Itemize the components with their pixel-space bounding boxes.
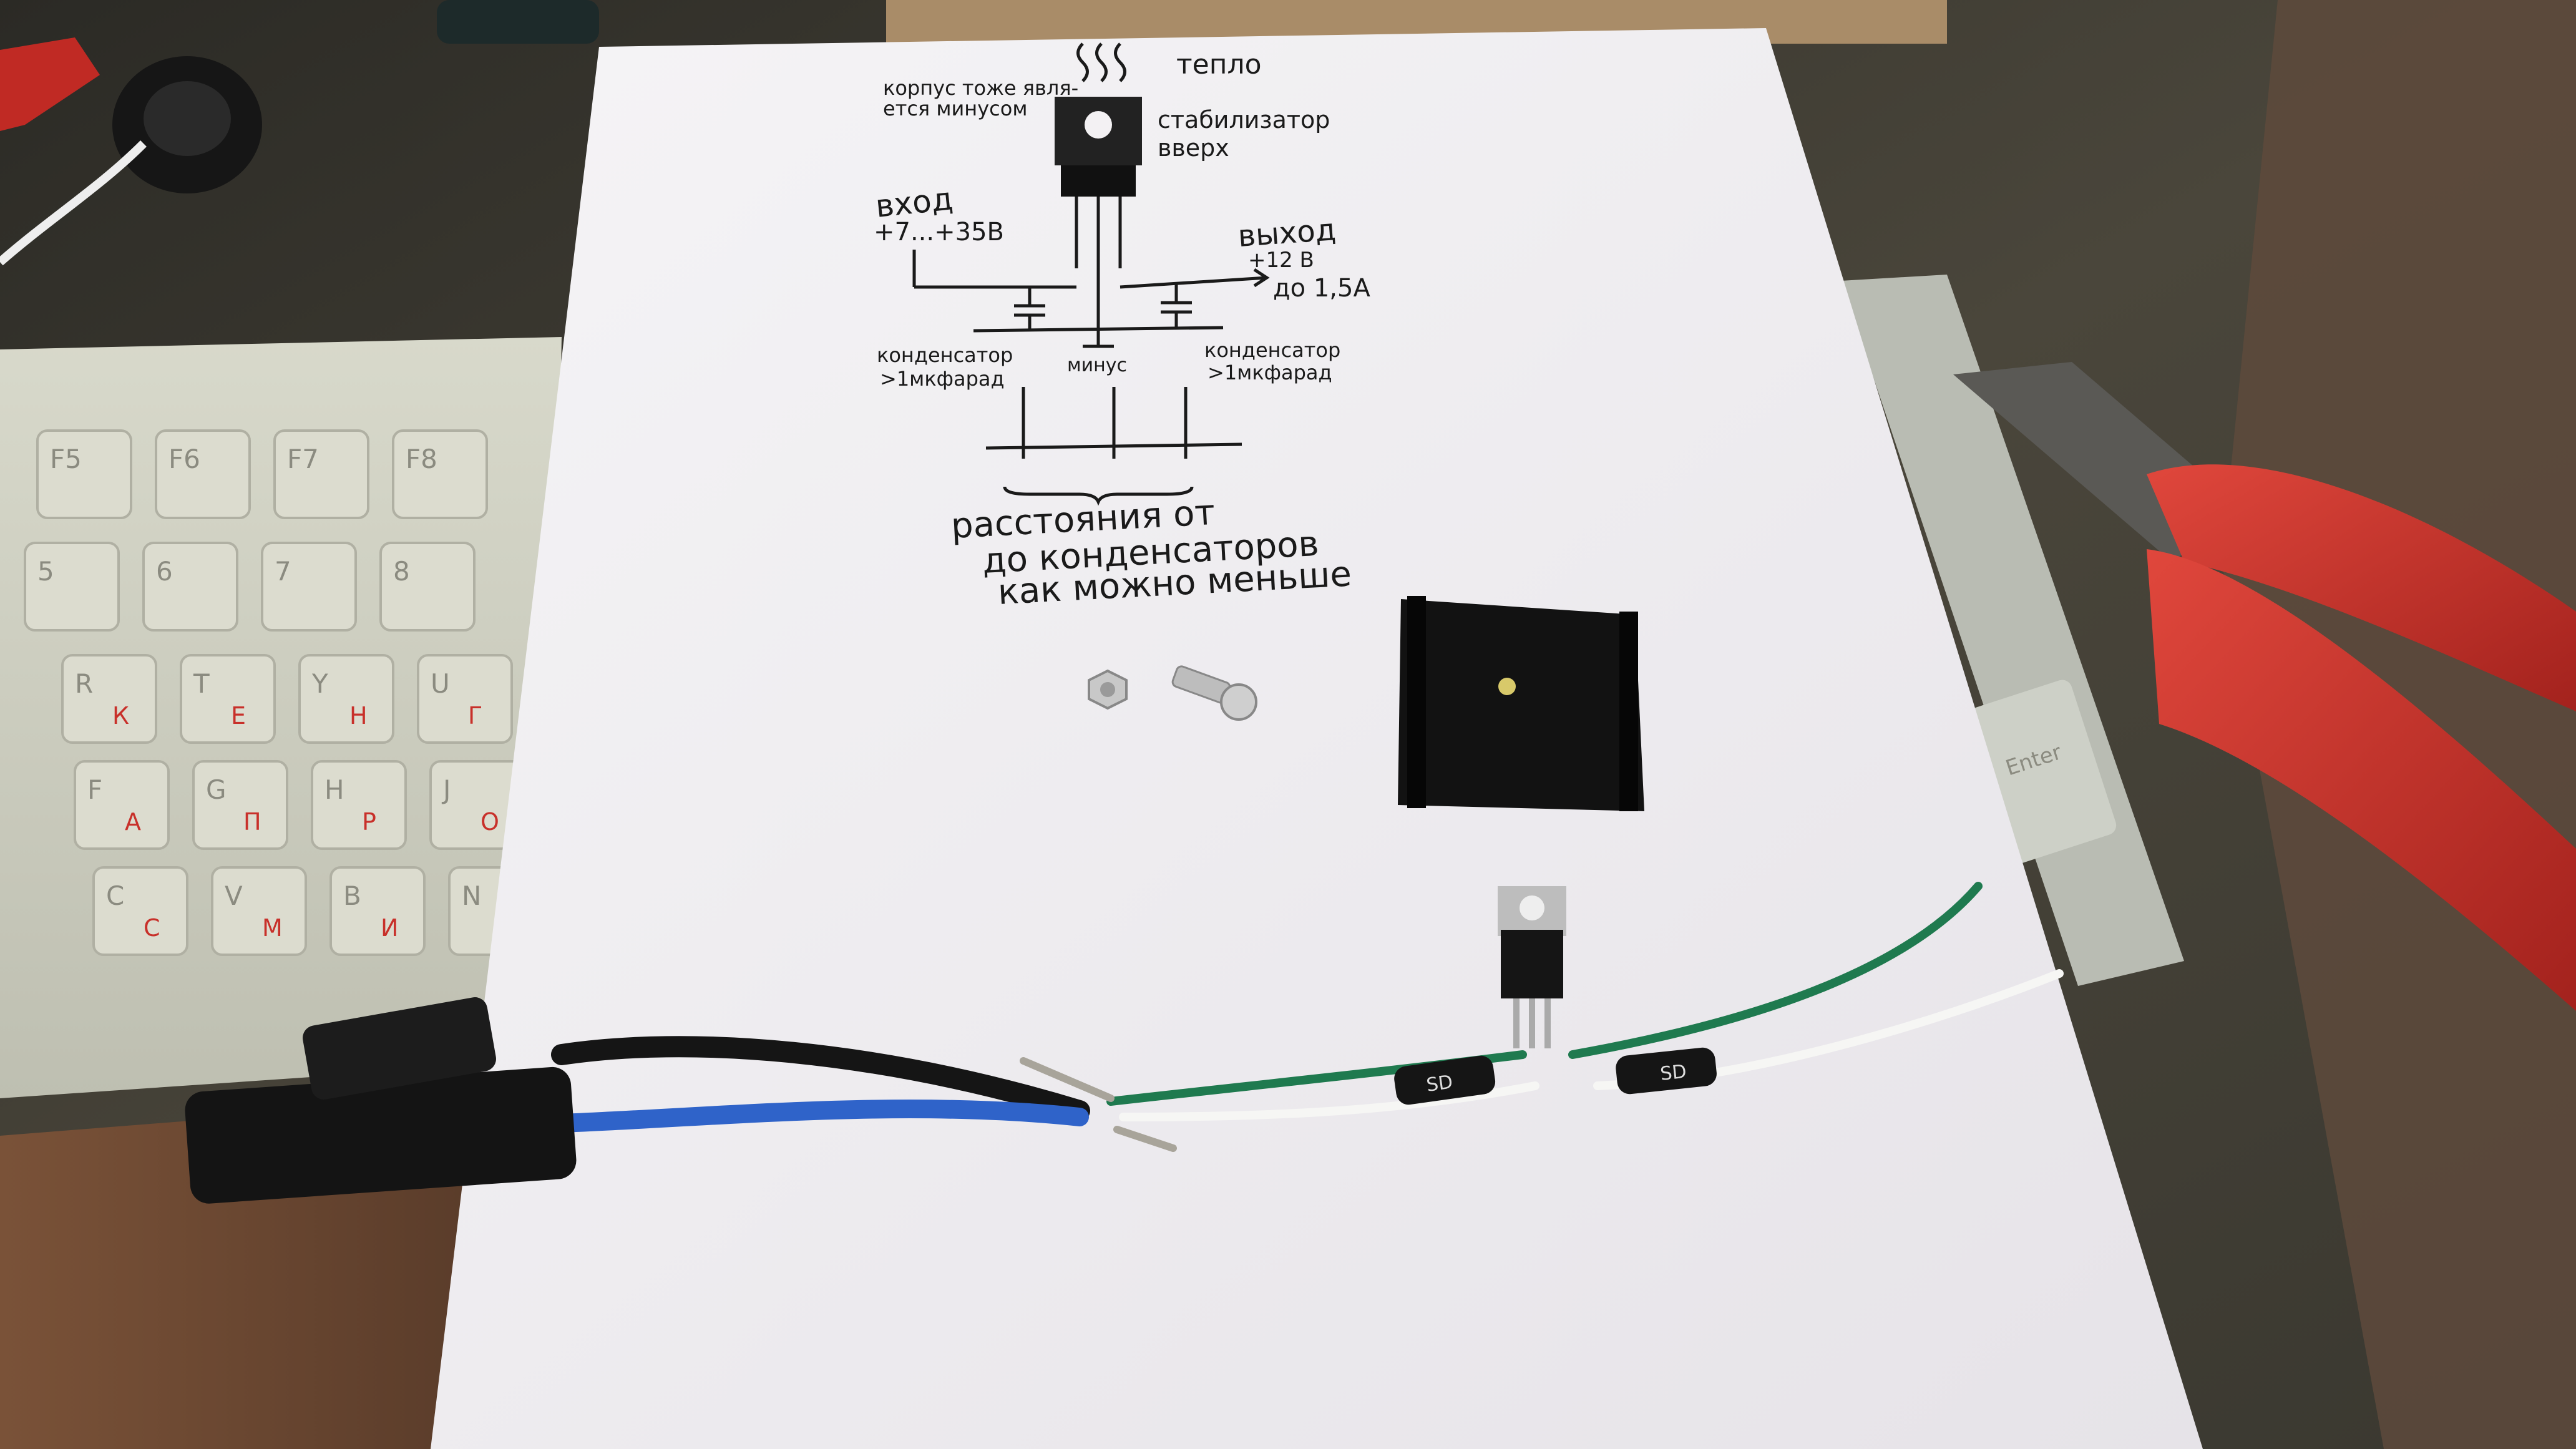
keyboard-key-cyrillic: И	[381, 914, 398, 942]
capacitor-right	[1616, 1047, 1717, 1095]
regulator-label-line2: вверх	[1158, 134, 1229, 162]
keyboard-key	[192, 760, 288, 850]
paper-sheet	[431, 28, 2203, 1449]
keyboard-key-cyrillic: М	[262, 914, 283, 942]
keyboard-key	[211, 866, 307, 956]
keyboard-key-cyrillic: Н	[349, 702, 368, 729]
keyboard-key-label: F8	[406, 444, 437, 474]
keyboard-key	[61, 654, 157, 744]
heat-label: тепло	[1176, 49, 1262, 80]
capacitor-left-line1: конденсатор	[877, 343, 1013, 367]
keyboard-key	[142, 542, 238, 632]
capacitor-left-marking: SD	[1425, 1071, 1455, 1096]
ground-label: минус	[1067, 354, 1127, 376]
keyboard-key-label: C	[106, 881, 124, 911]
keyboard-key-label: T	[193, 668, 210, 699]
keyboard-key-label: H	[324, 774, 344, 805]
keyboard-key-cyrillic: А	[125, 808, 141, 836]
handwritten-notes: тепло корпус тоже явля- ется минусом ста…	[874, 49, 1370, 613]
keyboard-key-cyrillic: Р	[362, 808, 376, 836]
output-label-line2: +12 В	[1248, 248, 1314, 273]
keyboard-key	[180, 654, 276, 744]
keyboard-key	[273, 429, 369, 519]
keyboard-key-cyrillic: Е	[231, 702, 246, 729]
keyboard-key	[74, 760, 170, 850]
keyboard-key	[298, 654, 394, 744]
keyboard-key-label: V	[225, 881, 243, 911]
keyboard-key-label: F7	[287, 444, 319, 474]
keyboard-key-label: 6	[156, 556, 173, 587]
case-note-line2: ется минусом	[883, 97, 1027, 120]
keyboard-key-label: 5	[37, 556, 54, 587]
keyboard-key	[36, 429, 132, 519]
heatsink	[1398, 596, 1644, 811]
input-label-line1: вход	[874, 180, 955, 225]
white-wire-left	[1119, 1081, 1539, 1121]
keyboard-key	[417, 654, 513, 744]
bottle	[437, 0, 599, 44]
output-label-line1: выход	[1237, 212, 1337, 254]
circuit-diagram	[912, 42, 1270, 506]
keyboard-key-cyrillic: С	[144, 914, 160, 942]
keyboard-key-cyrillic: О	[481, 808, 499, 836]
output-label-line3: до 1,5А	[1273, 274, 1370, 303]
keyboard-key-cyrillic: К	[112, 702, 129, 729]
case-note-line1: корпус тоже явля-	[883, 76, 1078, 100]
keyboard-key-label: 7	[275, 556, 291, 587]
black-wire	[551, 1036, 1090, 1121]
keyboard-key-label: B	[343, 881, 361, 911]
capacitor-right-line2: >1мкфарад	[1208, 361, 1332, 384]
keyboard-key-label: Y	[311, 668, 328, 699]
keyboard-key	[155, 429, 251, 519]
capacitor-right-line1: конденсатор	[1204, 338, 1340, 362]
black-cap-inner	[144, 81, 231, 156]
keyboard-key	[92, 866, 188, 956]
capacitor-right-marking: SD	[1659, 1061, 1688, 1085]
regulator-label-line1: стабилизатор	[1158, 106, 1330, 134]
keyboard-key-label: F	[87, 774, 102, 805]
keyboard-key	[379, 542, 476, 632]
capacitor-left-line2: >1мкфарад	[880, 367, 1005, 391]
keyboard-key-label: G	[206, 774, 227, 805]
keyboard-key-label: N	[462, 881, 481, 911]
keyboard-key	[311, 760, 407, 850]
red-tool-handle	[0, 37, 100, 131]
green-wire-right	[1568, 882, 1983, 1059]
pliers	[1953, 362, 2576, 1011]
keyboard-key-label: J	[441, 774, 451, 805]
keyboard-key-cyrillic: П	[243, 808, 261, 836]
keyboard-key-label: F6	[168, 444, 200, 474]
keyboard-key	[392, 429, 488, 519]
keyboard-key-label: 8	[393, 556, 410, 587]
keyboard-key	[24, 542, 120, 632]
capacitor-left	[1394, 1055, 1496, 1105]
keyboard-key-label: R	[75, 668, 93, 699]
keyboard-key-label: U	[431, 668, 450, 699]
wire-connector	[185, 997, 577, 1204]
keyboard: F5F6F7F85678RКTЕYНUГFАGПHРJОCСVМBИNТ	[0, 337, 562, 1098]
keyboard-key	[329, 866, 426, 956]
blue-wire	[552, 1100, 1089, 1133]
nut-and-bolt	[1088, 665, 1257, 721]
input-label-line2: +7...+35В	[874, 218, 1004, 246]
keyboard-key-cyrillic: Г	[468, 702, 482, 729]
keyboard-key-label: F5	[50, 444, 82, 474]
keyboard-key	[261, 542, 357, 632]
voltage-regulator-assembly: SD SD	[1394, 886, 1717, 1105]
white-cable-top-left	[0, 140, 147, 266]
